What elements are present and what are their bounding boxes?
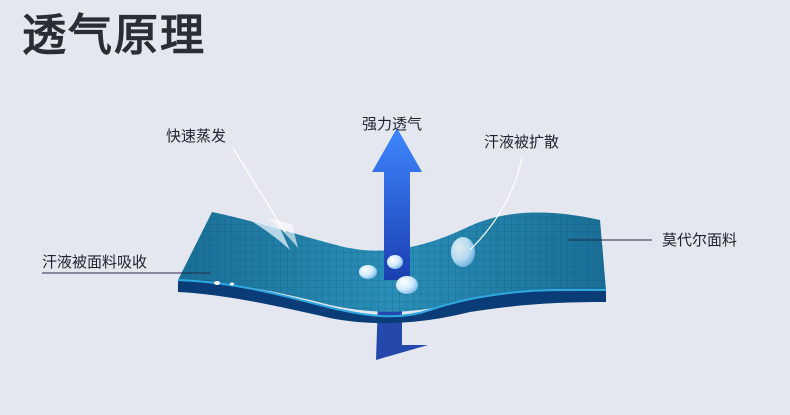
label-fabric: 莫代尔面料 bbox=[662, 231, 738, 249]
label-spread: 汗液被扩散 bbox=[484, 133, 560, 151]
label-absorb: 汗液被面料吸收 bbox=[42, 253, 148, 271]
page-title: 透气原理 bbox=[22, 10, 206, 61]
leader-line-evaporate bbox=[232, 147, 286, 233]
label-evaporate: 快速蒸发 bbox=[166, 127, 227, 145]
water-droplet bbox=[359, 265, 377, 279]
leader-line-spread bbox=[469, 157, 523, 251]
water-droplet bbox=[230, 282, 234, 286]
water-droplet bbox=[214, 281, 220, 285]
water-droplet bbox=[396, 276, 418, 294]
water-droplet bbox=[451, 237, 475, 267]
breathe-arrow bbox=[372, 128, 422, 280]
evaporation-streak bbox=[250, 220, 290, 250]
label-breathe: 强力透气 bbox=[362, 115, 423, 133]
arrow-bottom bbox=[376, 300, 428, 360]
evaporation-streak bbox=[268, 218, 298, 248]
water-droplet bbox=[387, 255, 403, 269]
